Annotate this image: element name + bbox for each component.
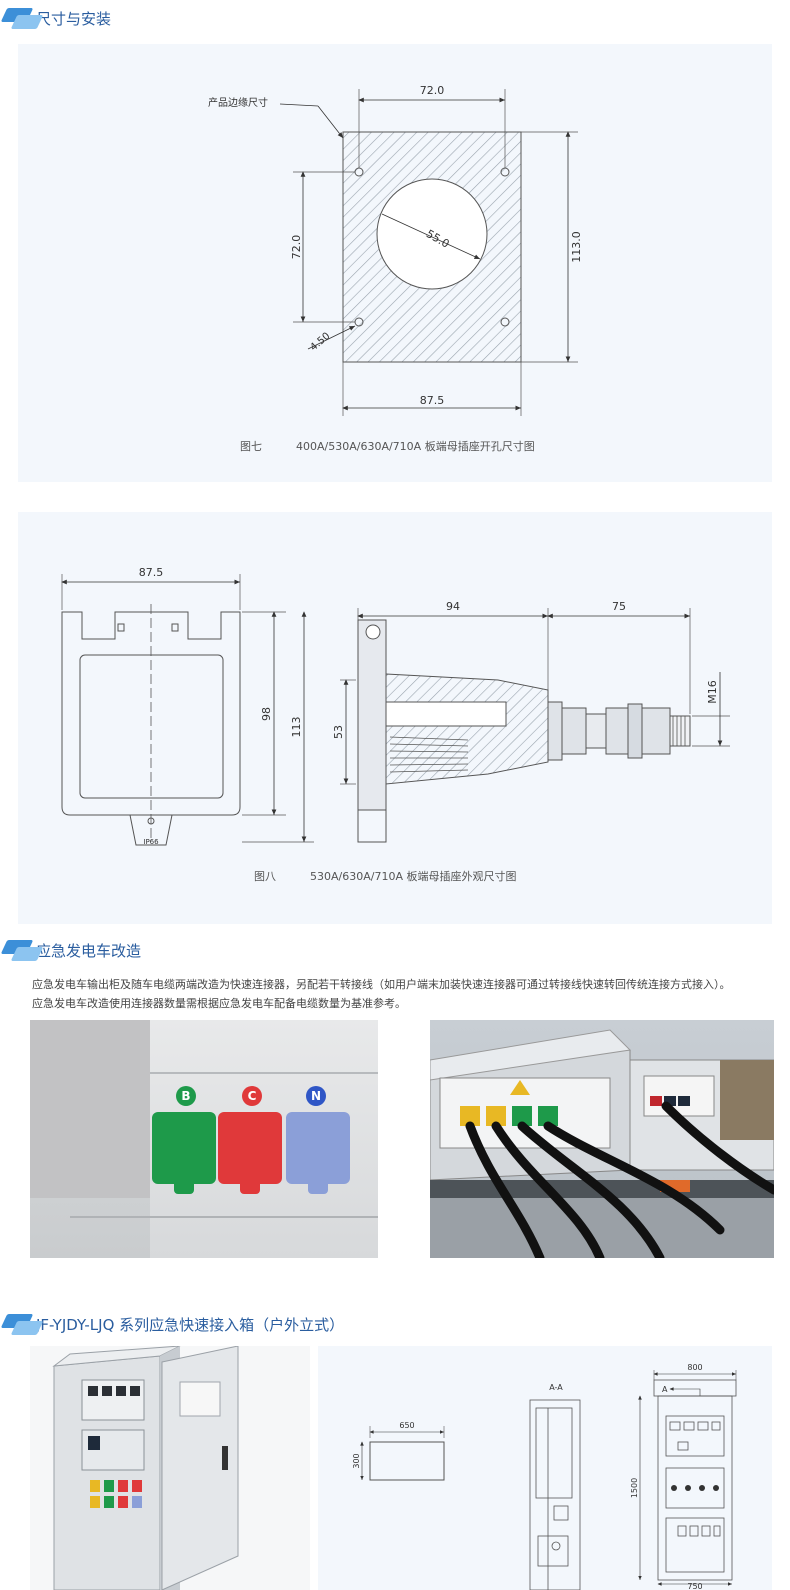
dim-bottom-label: 87.5: [420, 394, 445, 407]
figure7-panel: 产品边缘尺寸 72.0 113.0 72.0 87.5 4.50 55.0 图七…: [18, 44, 772, 482]
section-flag-icon: [0, 938, 44, 962]
label-c-text: C: [247, 1089, 257, 1103]
figure7-caption-text: 400A/530A/630A/710A 板端母插座开孔尺寸图: [296, 440, 535, 453]
section-title: 应急发电车改造: [36, 941, 142, 960]
figure8-caption-num: 图八: [254, 870, 276, 883]
plan-outline: [369, 1441, 445, 1481]
section-header-box: JF-YJDY-LJQ 系列应急快速接入箱（户外立式）: [0, 1310, 344, 1338]
figure7-caption-num: 图七: [240, 440, 262, 453]
label-n-text: N: [310, 1089, 322, 1103]
front-elevation: [657, 1395, 733, 1581]
connector-blue-tab: [308, 1182, 328, 1194]
connector-green-tab: [174, 1182, 194, 1194]
label-c-badge: C: [242, 1086, 262, 1106]
dim-94-label: 94: [446, 600, 460, 613]
connector-red-tab: [240, 1182, 260, 1194]
truck-scene: [430, 1029, 774, 1258]
section-header-generator: 应急发电车改造: [0, 936, 141, 964]
generator-paragraph-2: 应急发电车改造使用连接器数量需根据应急发电车配备电缆数量为基准参考。: [32, 997, 406, 1010]
label-n-badge: N: [306, 1086, 326, 1106]
dim-300-label: 300: [352, 1453, 361, 1468]
connector-panel-photo: B C N: [30, 1020, 378, 1258]
generator-paragraph-1: 应急发电车输出柜及随车电缆两端改造为快速连接器，另配若干转接线（如用户端末加装快…: [32, 978, 731, 991]
ip-label: IP66: [143, 838, 159, 846]
dim-800-label: 800: [687, 1363, 702, 1372]
dim-width-label: 87.5: [139, 566, 164, 579]
dim-650-label: 650: [399, 1421, 414, 1430]
section-title: 尺寸与安装: [36, 9, 112, 28]
dim-left-label: 72.0: [290, 235, 303, 260]
wall-area: [30, 1020, 150, 1198]
arrow-a-label: A: [662, 1385, 668, 1394]
dim-right-label: 113.0: [570, 231, 583, 263]
dim-98-label: 98: [260, 707, 273, 721]
dim-53-label: 53: [332, 725, 345, 739]
dim-top-label: 72.0: [420, 84, 445, 97]
section-flag-icon: [0, 6, 44, 30]
box-drawing-panel: 650 300 A-A 800 A: [318, 1346, 772, 1590]
box-drawing: 650 300 A-A 800 A: [352, 1363, 737, 1590]
label-b-text: B: [181, 1089, 191, 1103]
front-view: [61, 604, 241, 846]
panel-divider: [150, 1072, 378, 1074]
connector-green: [152, 1112, 216, 1184]
figure7-drawing: 产品边缘尺寸 72.0 113.0 72.0 87.5 4.50 55.0: [208, 84, 583, 416]
dim-750-label: 750: [687, 1582, 702, 1590]
label-b-badge: B: [176, 1086, 196, 1106]
figure8-panel: IP66 87.5 98 113: [18, 512, 772, 924]
edge-label: 产品边缘尺寸: [208, 96, 268, 109]
connector-red: [218, 1112, 282, 1184]
dim-hole-label: 4.50: [308, 331, 332, 354]
dim-113-label: 113: [290, 717, 303, 738]
cabinet-scene: [52, 1346, 239, 1590]
dim-75-label: 75: [612, 600, 626, 613]
connector-blue: [286, 1112, 350, 1184]
section-header-dimensions: 尺寸与安装: [0, 4, 111, 32]
section-flag-icon: [0, 1312, 44, 1336]
generator-truck-photo: [430, 1020, 774, 1258]
panel-bottom-seam: [70, 1216, 378, 1218]
dim-1500-label: 1500: [630, 1478, 639, 1498]
figure8-caption-text: 530A/630A/710A 板端母插座外观尺寸图: [310, 870, 517, 883]
cabinet-photo: [30, 1346, 310, 1590]
section-view: [529, 1399, 581, 1590]
figure8-drawing: IP66 87.5 98 113: [61, 566, 730, 846]
section-aa-label: A-A: [549, 1383, 563, 1392]
front-elevation-sockets: [671, 1485, 719, 1491]
cutout-circle: [376, 178, 488, 290]
section-title: JF-YJDY-LJQ 系列应急快速接入箱（户外立式）: [36, 1315, 345, 1334]
side-view: [357, 619, 691, 843]
dim-m16-label: M16: [706, 680, 719, 704]
